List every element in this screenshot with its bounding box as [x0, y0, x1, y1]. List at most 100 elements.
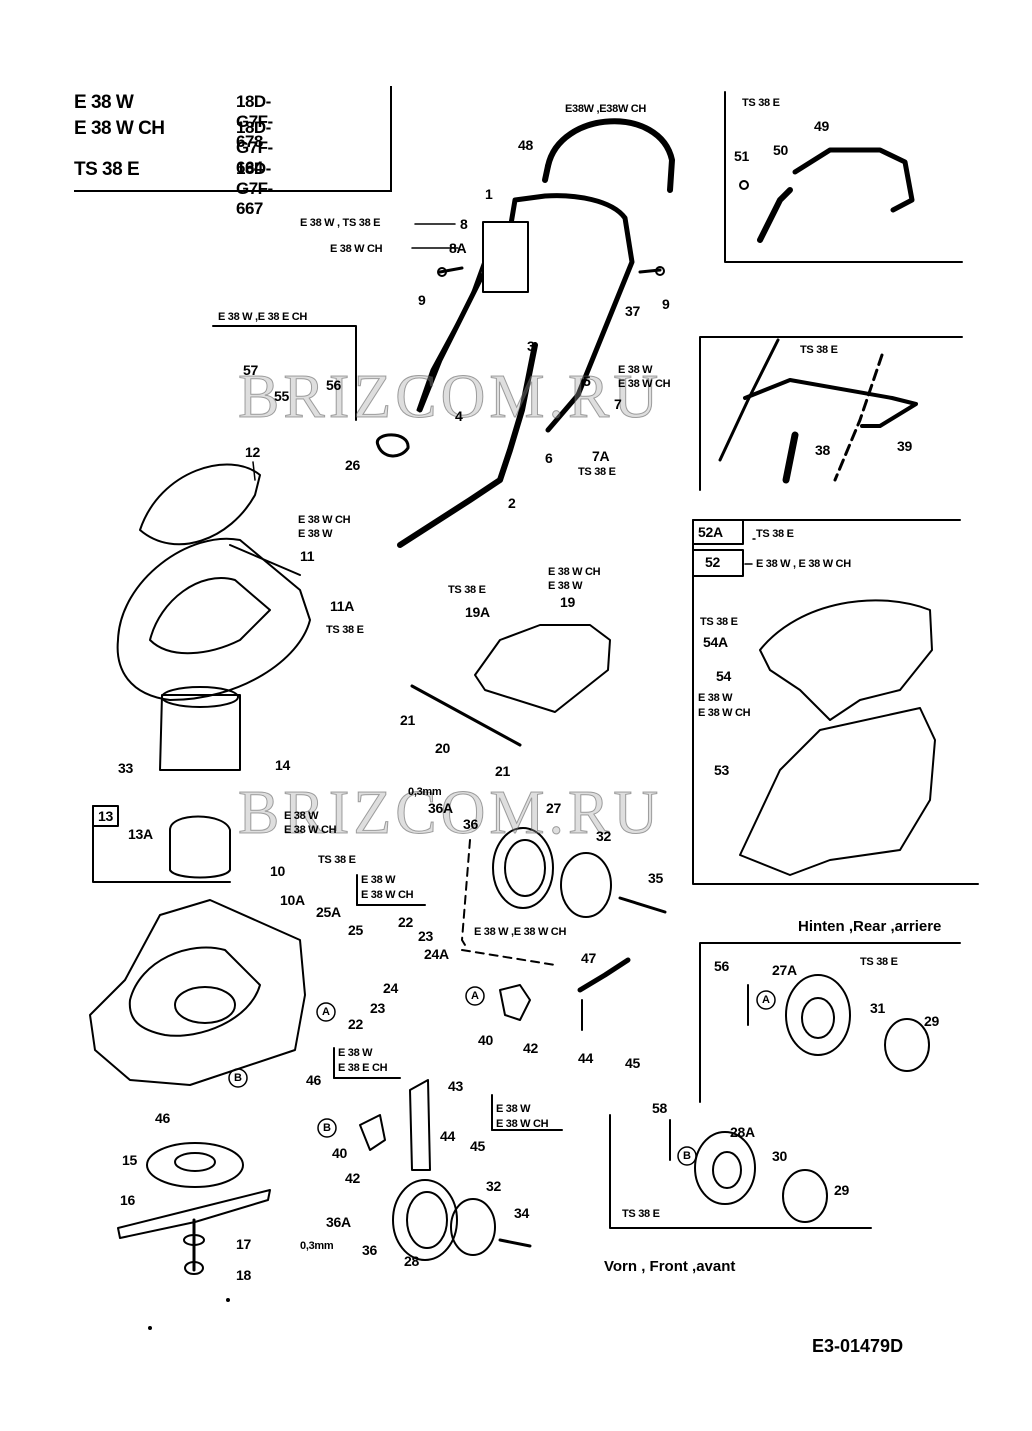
part-number: 28 [404, 1253, 419, 1269]
part-number: 13A [128, 826, 153, 842]
part-number: 7A [592, 448, 610, 464]
part-number: 14 [275, 757, 290, 773]
part-number: 42 [345, 1170, 360, 1186]
model-table: E 38 W 18D-G7F-678 E 38 W CH 18D-G7F-664… [74, 86, 392, 218]
part-number: 24 [383, 980, 398, 996]
variant-label: TS 38 E [800, 344, 838, 356]
part-number: 18 [236, 1267, 251, 1283]
upper-handle [507, 193, 635, 433]
variant-label: TS 38 E [318, 854, 356, 866]
part-number: 43 [448, 1078, 463, 1094]
part-number: 44 [578, 1050, 593, 1066]
part-number: 28A [730, 1124, 755, 1140]
part-number: 5 [583, 373, 591, 389]
part-number: 54 [716, 668, 731, 684]
variant-label: E 38 W [548, 580, 583, 592]
part-number: 13 [98, 808, 113, 824]
part-number: 50 [773, 142, 788, 158]
variant-label: E 38 W , TS 38 E [300, 217, 381, 229]
variant-label: TS 38 E [700, 616, 738, 628]
ref-letter: A [471, 990, 479, 1002]
model-code: 18D-G7F-667 [236, 159, 273, 218]
mower-deck [89, 899, 306, 1086]
height-adjust-rear [499, 984, 531, 1021]
ts38e-bar-frame [699, 336, 963, 491]
lower-handle [397, 342, 538, 548]
part-number: 15 [122, 1152, 137, 1168]
variant-label: E 38 W [496, 1103, 531, 1115]
part-number: 12 [245, 444, 260, 460]
part-number: 52 [705, 554, 720, 570]
part-number: 40 [478, 1032, 493, 1048]
motor-frame [92, 805, 231, 883]
part-number: 11 [300, 548, 315, 564]
front-wheel-frame [609, 1114, 872, 1229]
part-number: 2 [508, 495, 516, 511]
ref-letter: A [762, 994, 770, 1006]
part-number: 44 [440, 1128, 455, 1144]
part-number: 30 [772, 1148, 787, 1164]
part-number: 22 [398, 914, 413, 930]
variant-label: E 38 W CH [330, 243, 383, 255]
rear-rod [410, 684, 522, 747]
height-adjust-front [359, 1114, 386, 1151]
variant-label: E 38 W , E 38 W CH [756, 558, 851, 570]
part-number: 6 [545, 450, 553, 466]
rear-left-wheel [492, 827, 554, 909]
part-number: 21 [495, 763, 510, 779]
part-number: 29 [924, 1013, 939, 1029]
ts38e-front-wheel [694, 1131, 756, 1205]
variant-label: E 38 W CH [298, 514, 351, 526]
part-number: 35 [648, 870, 663, 886]
part-number: 52A [698, 524, 723, 540]
grass-box-cover [139, 463, 261, 546]
model-name: TS 38 E [74, 159, 140, 180]
part-number: 31 [870, 1000, 885, 1016]
part-number: 53 [714, 762, 729, 778]
part-number: 40 [332, 1145, 347, 1161]
ts38e-handle-frame [724, 91, 963, 263]
ref-letter: B [234, 1072, 242, 1084]
part-number: 33 [118, 760, 133, 776]
part-number: 36A [326, 1214, 351, 1230]
part-number: 23 [418, 928, 433, 944]
part-number: 36 [463, 816, 478, 832]
part-number: 25A [316, 904, 341, 920]
variant-label: TS 38 E [742, 97, 780, 109]
variant-label: TS 38 E [622, 1208, 660, 1220]
thickness-label: 0,3mm [408, 786, 442, 798]
grassbag-frame [692, 519, 979, 885]
variant-label: E 38 W CH [496, 1118, 549, 1130]
part-number: 27 [546, 800, 561, 816]
part-number: 45 [625, 1055, 640, 1071]
section-label-front: Vorn , Front ,avant [604, 1258, 736, 1275]
ts38e-handle [792, 147, 915, 213]
variant-label: E 38 W CH [361, 889, 414, 901]
variant-label: TS 38 E [578, 466, 616, 478]
part-number: 54A [703, 634, 728, 650]
part-number: 21 [400, 712, 415, 728]
part-number: 10 [270, 863, 285, 879]
model-name: E 38 W [74, 92, 134, 113]
part-number: 38 [815, 442, 830, 458]
grass-bag-frame [759, 599, 933, 721]
rear-left-hubcap [560, 852, 612, 918]
variant-label: E 38 W ,E 38 W CH [474, 926, 567, 938]
part-number: 10A [280, 892, 305, 908]
handle-top-bar [545, 118, 675, 193]
part-number: 32 [486, 1178, 501, 1194]
front-wheel [392, 1179, 458, 1261]
ref-letter: B [323, 1122, 331, 1134]
part-number: 48 [518, 137, 533, 153]
rear-wheel-frame [699, 942, 961, 1103]
grass-bag [739, 707, 936, 876]
part-number: 9 [418, 292, 426, 308]
thickness-label: 0,3mm [300, 1240, 334, 1252]
part-number: 46 [306, 1072, 321, 1088]
part-number: 3 [527, 338, 535, 354]
ts38e-bar [743, 378, 918, 428]
cutting-blade [117, 1189, 271, 1239]
part-number: 27A [772, 962, 797, 978]
part-number: 9 [662, 296, 670, 312]
part-number: 8 [460, 216, 468, 232]
